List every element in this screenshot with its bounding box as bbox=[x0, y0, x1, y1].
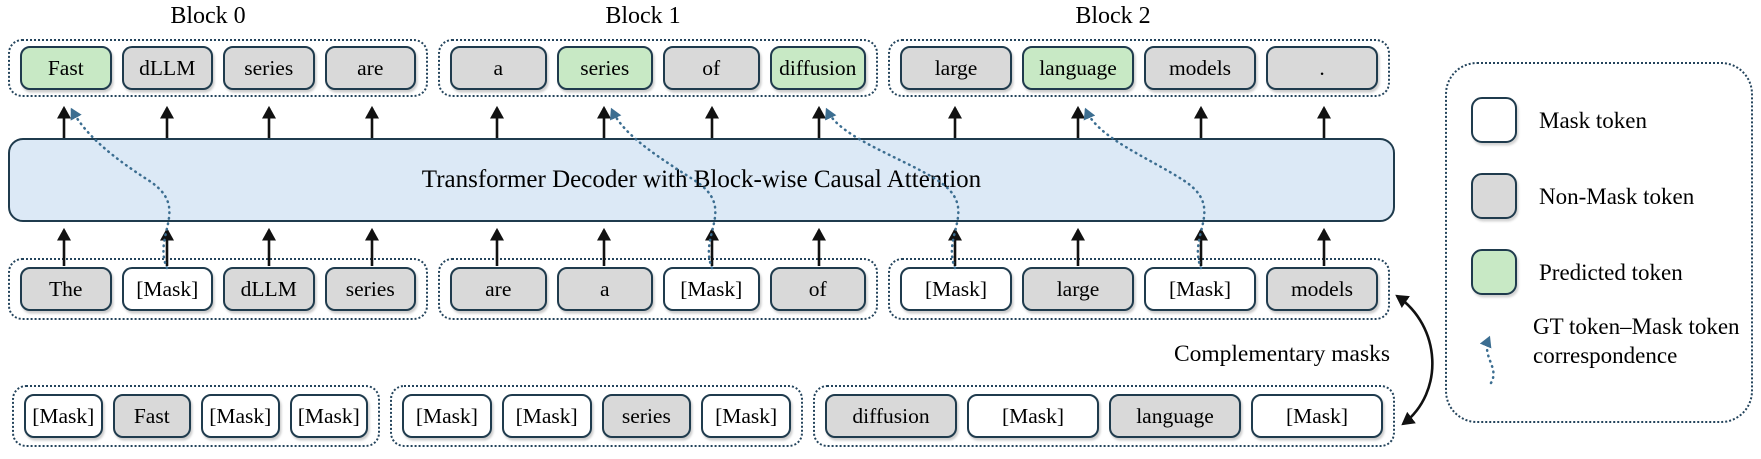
token-large: large bbox=[1022, 267, 1134, 311]
legend-item-non-mask: Non-Mask token bbox=[1471, 173, 1694, 219]
output-block-2: large language models . bbox=[888, 39, 1390, 97]
token-mask: [Mask] bbox=[1251, 394, 1383, 438]
token-large: large bbox=[900, 46, 1012, 90]
non-mask-token-swatch bbox=[1471, 173, 1517, 219]
token-dllm: dLLM bbox=[223, 267, 315, 311]
token-diffusion: diffusion bbox=[825, 394, 957, 438]
token-are: are bbox=[450, 267, 547, 311]
legend-label: Predicted token bbox=[1539, 259, 1683, 285]
token-models: models bbox=[1144, 46, 1256, 90]
token-fast: Fast bbox=[112, 394, 191, 438]
legend-label: Mask token bbox=[1539, 107, 1647, 133]
legend: Mask token Non-Mask token Predicted toke… bbox=[1445, 62, 1753, 423]
token-mask: [Mask] bbox=[967, 394, 1099, 438]
output-arrows bbox=[56, 105, 1332, 138]
token-mask: [Mask] bbox=[289, 394, 368, 438]
token-mask: [Mask] bbox=[201, 394, 280, 438]
legend-item-mask: Mask token bbox=[1471, 97, 1647, 143]
token-mask: [Mask] bbox=[501, 394, 592, 438]
token-the: The bbox=[20, 267, 112, 311]
gt-icon-spacer bbox=[1471, 318, 1511, 364]
complementary-block-2: diffusion [Mask] language [Mask] bbox=[813, 385, 1395, 447]
token-mask: [Mask] bbox=[24, 394, 103, 438]
output-block-1: a series of diffusion bbox=[438, 39, 878, 97]
predicted-token-swatch bbox=[1471, 249, 1517, 295]
token-series: series bbox=[324, 267, 416, 311]
block-1-label: Block 1 bbox=[605, 3, 681, 29]
token-mask: [Mask] bbox=[900, 267, 1012, 311]
complementary-masks-label: Complementary masks bbox=[1173, 341, 1390, 367]
complementary-block-0: [Mask] Fast [Mask] [Mask] bbox=[12, 385, 380, 447]
token-a: a bbox=[556, 267, 653, 311]
token-series: series bbox=[601, 394, 692, 438]
token-language: language bbox=[1109, 394, 1241, 438]
legend-label: Non-Mask token bbox=[1539, 183, 1695, 209]
token-mask: [Mask] bbox=[121, 267, 213, 311]
token-period: . bbox=[1266, 46, 1378, 90]
block-2-label: Block 2 bbox=[1075, 3, 1151, 29]
token-mask: [Mask] bbox=[663, 267, 760, 311]
input-block-1: are a [Mask] of bbox=[438, 258, 878, 320]
output-block-0: Fast dLLM series are bbox=[8, 39, 428, 97]
token-of: of bbox=[663, 46, 760, 90]
token-mask: [Mask] bbox=[1144, 267, 1256, 311]
token-a: a bbox=[450, 46, 547, 90]
token-series: series bbox=[556, 46, 653, 90]
transformer-label: Transformer Decoder with Block-wise Caus… bbox=[421, 166, 982, 193]
legend-item-predicted: Predicted token bbox=[1471, 249, 1683, 295]
token-of: of bbox=[769, 267, 866, 311]
token-fast: Fast bbox=[20, 46, 112, 90]
token-models: models bbox=[1266, 267, 1378, 311]
transformer-decoder-box: Transformer Decoder with Block-wise Caus… bbox=[8, 138, 1395, 222]
mask-token-swatch bbox=[1471, 97, 1517, 143]
token-series: series bbox=[223, 46, 315, 90]
complementary-block-1: [Mask] [Mask] series [Mask] bbox=[390, 385, 803, 447]
complementary-swap-arrow bbox=[1395, 294, 1434, 426]
token-dllm: dLLM bbox=[121, 46, 213, 90]
legend-label: GT token–Mask token correspondence bbox=[1533, 314, 1740, 368]
token-mask: [Mask] bbox=[402, 394, 492, 438]
block-0-label: Block 0 bbox=[170, 3, 246, 29]
token-are: are bbox=[324, 46, 416, 90]
token-language: language bbox=[1022, 46, 1134, 90]
input-block-2: [Mask] large [Mask] models bbox=[888, 258, 1390, 320]
legend-item-gt-correspondence: GT token–Mask token correspondence bbox=[1471, 312, 1751, 370]
token-diffusion: diffusion bbox=[769, 46, 866, 90]
input-block-0: The [Mask] dLLM series bbox=[8, 258, 428, 320]
token-mask: [Mask] bbox=[701, 394, 791, 438]
